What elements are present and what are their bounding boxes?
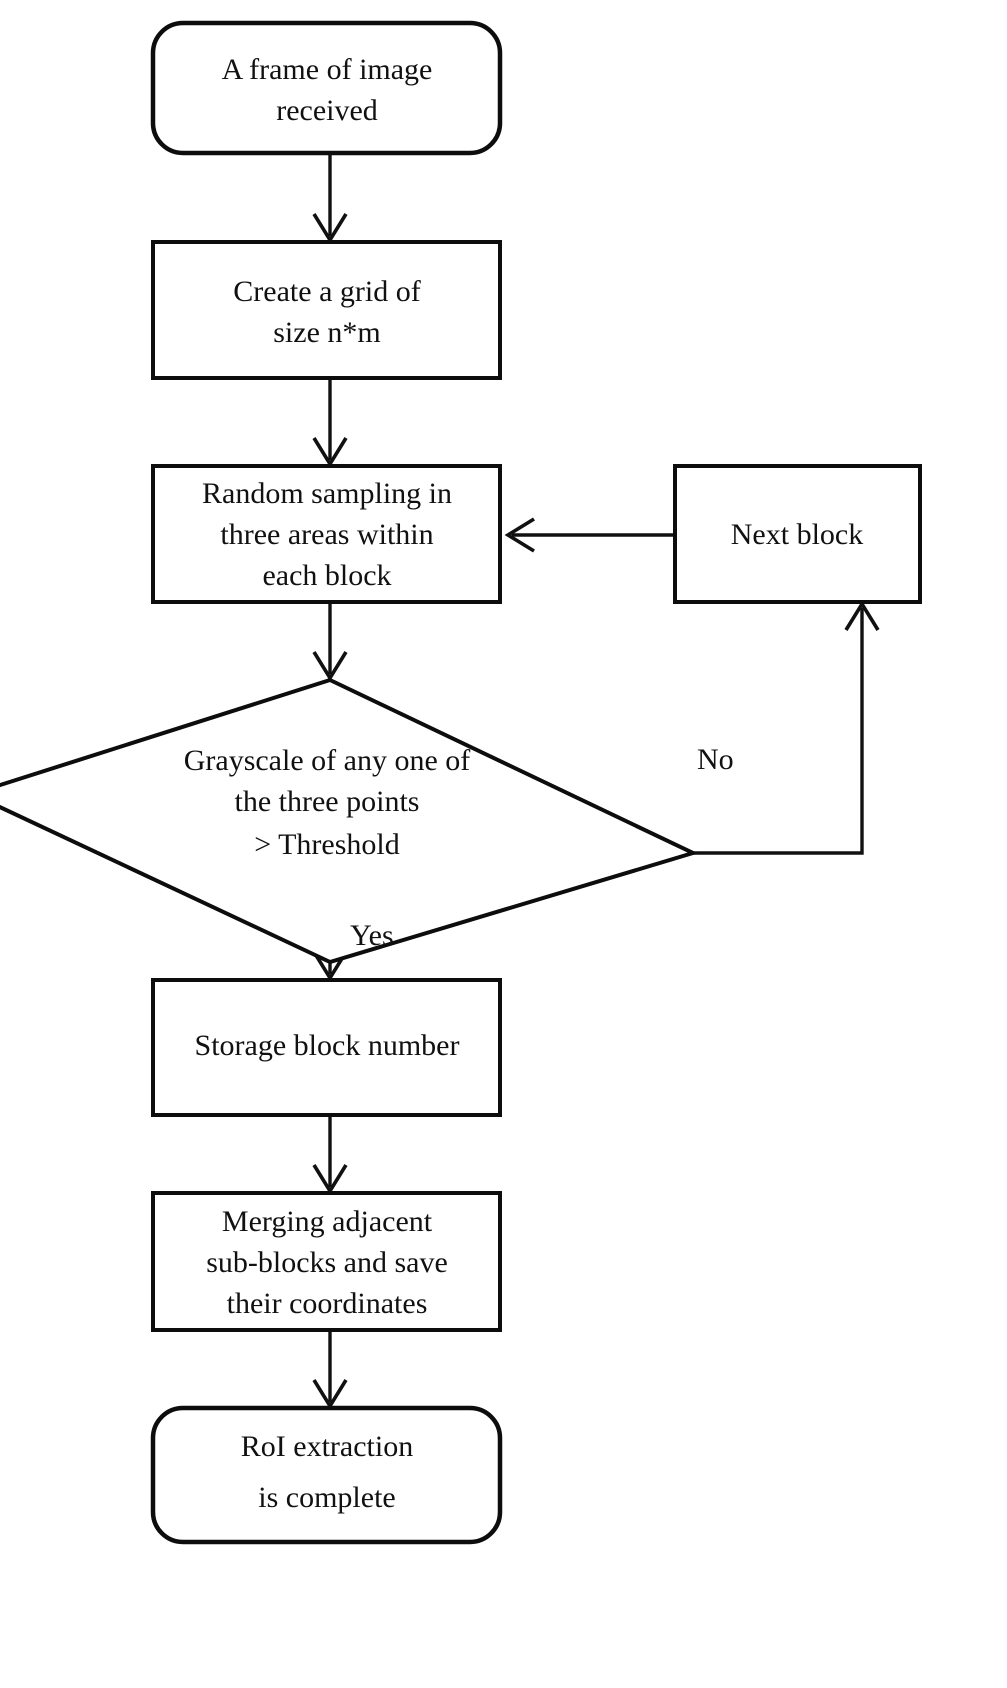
- node-storage-block-number[interactable]: Storage block number: [151, 978, 502, 1117]
- edge-label-yes: Yes: [350, 919, 394, 952]
- node-threshold-decision-line1: Grayscale of any one of: [184, 744, 471, 777]
- edge-label-no: No: [697, 743, 734, 776]
- node-create-grid-line1: Create a grid of: [233, 275, 420, 308]
- node-create-grid[interactable]: Create a grid of size n*m: [151, 240, 502, 380]
- node-random-sampling[interactable]: Random sampling in three areas within ea…: [151, 464, 502, 604]
- node-threshold-decision[interactable]: Grayscale of any one of the three points…: [0, 677, 699, 965]
- node-random-sampling-line3: each block: [262, 559, 391, 592]
- node-create-grid-line2: size n*m: [273, 316, 380, 349]
- arrow-head-icon: [504, 517, 535, 553]
- node-merging-sub-blocks-line3: their coordinates: [227, 1287, 428, 1320]
- node-start-line2: received: [276, 94, 378, 127]
- end-terminator-shape: [150, 1405, 503, 1545]
- edge-next-block-to-random-sampling: [504, 517, 675, 553]
- node-merging-sub-blocks-line2: sub-blocks and save: [206, 1246, 448, 1279]
- edge-merging-to-end: [312, 1330, 348, 1410]
- merging-sub-blocks-process-shape: [151, 1191, 502, 1332]
- node-start-line1: A frame of image: [222, 53, 433, 86]
- node-start[interactable]: A frame of image received: [150, 20, 503, 156]
- node-storage-block-number-line1: Storage block number: [195, 1029, 460, 1062]
- edge-decision-no-to-next-block: [693, 600, 880, 855]
- start-terminator-shape: [150, 20, 503, 156]
- threshold-decision-diamond-shape: [0, 677, 699, 965]
- node-random-sampling-line1: Random sampling in: [202, 477, 452, 510]
- storage-block-number-process-shape: [151, 978, 502, 1117]
- next-block-process-shape: [673, 464, 922, 604]
- node-merging-sub-blocks[interactable]: Merging adjacent sub-blocks and save the…: [151, 1191, 502, 1332]
- node-random-sampling-line2: three areas within: [220, 518, 433, 551]
- edge-line: [693, 608, 864, 855]
- node-end[interactable]: RoI extraction is complete: [150, 1405, 503, 1545]
- edge-random-sampling-to-decision: [312, 602, 348, 682]
- node-end-line1: RoI extraction: [241, 1430, 413, 1463]
- node-merging-sub-blocks-line1: Merging adjacent: [222, 1205, 433, 1238]
- node-threshold-decision-line2: the three points: [235, 785, 420, 818]
- random-sampling-process-shape: [151, 464, 502, 604]
- node-end-line2: is complete: [258, 1481, 395, 1514]
- create-grid-process-shape: [151, 240, 502, 380]
- edge-storage-to-merging: [312, 1115, 348, 1195]
- edge-create-grid-to-random-sampling: [312, 378, 348, 468]
- edge-start-to-create-grid: [312, 153, 348, 244]
- node-next-block[interactable]: Next block: [673, 464, 922, 604]
- node-next-block-line1: Next block: [731, 518, 863, 551]
- node-threshold-decision-line3: > Threshold: [254, 828, 400, 861]
